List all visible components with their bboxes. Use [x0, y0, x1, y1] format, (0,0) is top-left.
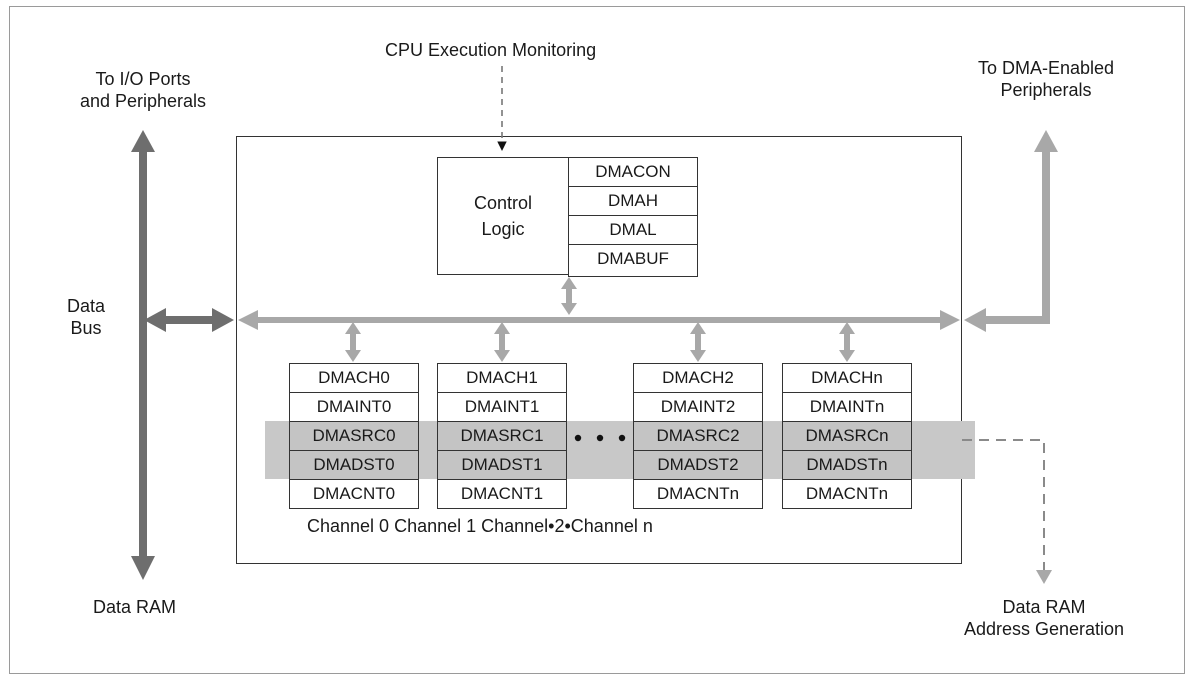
dma-peripherals-label-line2: Peripherals	[1000, 80, 1092, 100]
left-data-bus-arrow	[131, 130, 155, 580]
channel-1-connector	[494, 322, 510, 362]
channel-1-int: DMAINT1	[438, 393, 566, 422]
channel-2-ch: DMACH2	[634, 364, 762, 393]
channel-1-cnt: DMACNT1	[438, 480, 566, 509]
channel-0-int: DMAINT0	[290, 393, 418, 422]
control-bus-connector	[561, 277, 577, 315]
cpu-monitor-label: CPU Execution Monitoring	[385, 40, 597, 60]
right-peripheral-bus-arrow	[964, 130, 1058, 332]
control-logic-line1: Control	[473, 193, 533, 213]
internal-bus-arrow	[238, 310, 960, 330]
channel-2-cnt: DMACNTn	[634, 480, 762, 509]
channel-n-connector	[839, 322, 855, 362]
channel-n-registers: DMACHn DMAINTn DMASRCn DMADSTn DMACNTn	[782, 363, 912, 509]
io-ports-label: To I/O Ports and Peripherals	[68, 68, 218, 112]
register-dmacon: DMACON	[569, 158, 697, 187]
control-register-column: DMACON DMAH DMAL DMABUF	[568, 157, 698, 277]
data-bus-label-line2: Bus	[70, 318, 102, 338]
channel-n-cnt: DMACNTn	[783, 480, 911, 509]
control-logic-line2: Logic	[481, 219, 525, 239]
channel-caption: Channel 0 Channel 1 Channel•2•Channel n	[307, 516, 653, 536]
control-logic-block: Control Logic	[437, 157, 569, 275]
channel-2-int: DMAINT2	[634, 393, 762, 422]
channel-n-int: DMAINTn	[783, 393, 911, 422]
dma-peripherals-label-line1: To DMA-Enabled	[977, 58, 1115, 78]
channel-2-registers: DMACH2 DMAINT2 DMASRC2 DMADST2 DMACNTn	[633, 363, 763, 509]
channel-1-registers: DMACH1 DMAINT1 DMASRC1 DMADST1 DMACNT1	[437, 363, 567, 509]
channel-0-ch: DMACH0	[290, 364, 418, 393]
data-ram-label: Data RAM	[93, 597, 177, 617]
channel-n-ch: DMACHn	[783, 364, 911, 393]
channel-0-dst: DMADST0	[290, 451, 418, 480]
channel-2-dst: DMADST2	[634, 451, 762, 480]
ram-address-label-line1: Data RAM	[1002, 597, 1086, 617]
address-generation-dashed-arrow	[962, 439, 1052, 584]
channel-1-src: DMASRC1	[438, 422, 566, 451]
channel-n-dst: DMADSTn	[783, 451, 911, 480]
ram-address-label-line2: Address Generation	[963, 619, 1125, 639]
io-ports-label-line1: To I/O Ports	[95, 69, 191, 89]
register-dmal: DMAL	[569, 216, 697, 245]
data-bus-label: Data Bus	[56, 295, 116, 339]
channel-0-src: DMASRC0	[290, 422, 418, 451]
channel-2-connector	[690, 322, 706, 362]
register-dmabuf: DMABUF	[569, 245, 697, 277]
register-dmah: DMAH	[569, 187, 697, 216]
channel-0-cnt: DMACNT0	[290, 480, 418, 509]
channel-n-src: DMASRCn	[783, 422, 911, 451]
channel-1-dst: DMADST1	[438, 451, 566, 480]
channel-ellipsis	[574, 434, 626, 442]
diagram-frame	[9, 6, 1185, 674]
io-ports-label-line2: and Peripherals	[79, 91, 207, 111]
data-bus-link-arrow	[144, 308, 234, 332]
dma-peripherals-label: To DMA-Enabled Peripherals	[964, 57, 1128, 101]
channel-2-src: DMASRC2	[634, 422, 762, 451]
channel-0-registers: DMACH0 DMAINT0 DMASRC0 DMADST0 DMACNT0	[289, 363, 419, 509]
ram-address-generation-label: Data RAM Address Generation	[944, 596, 1144, 640]
channel-0-connector	[345, 322, 361, 362]
channel-1-ch: DMACH1	[438, 364, 566, 393]
data-bus-label-line1: Data	[66, 296, 106, 316]
